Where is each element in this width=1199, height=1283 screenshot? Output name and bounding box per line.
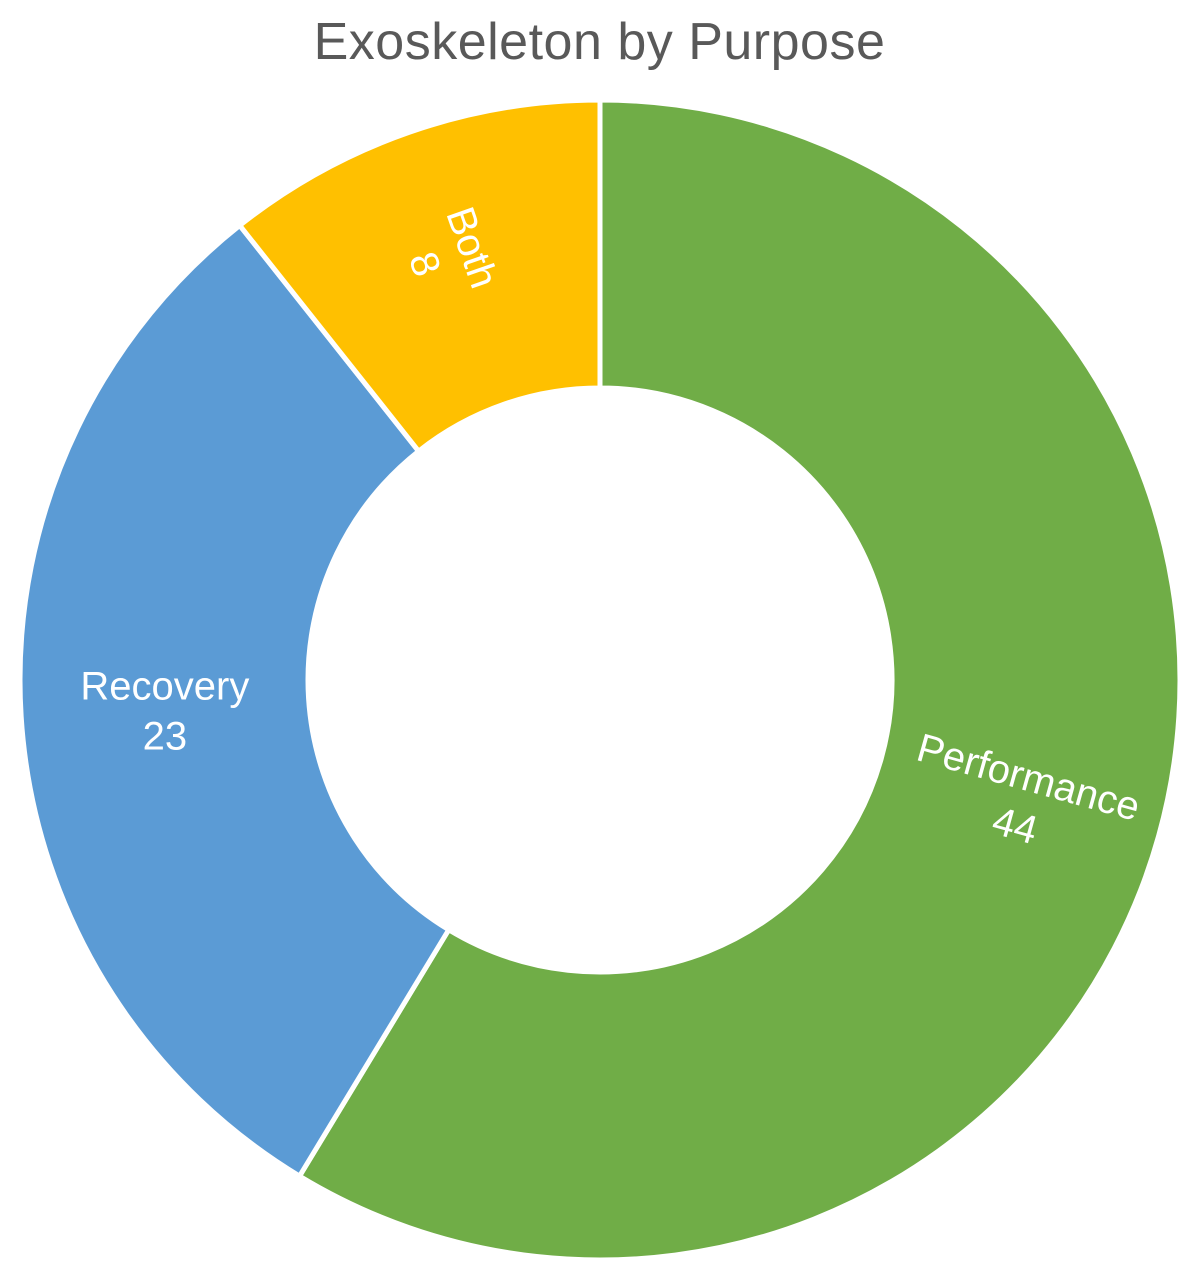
donut-slice-performance [297, 97, 1183, 1263]
data-label-value: 23 [143, 714, 188, 758]
donut-slice-both [237, 97, 603, 454]
chart-title: Exoskeleton by Purpose [313, 13, 886, 71]
donut-slice-recovery [17, 222, 452, 1179]
data-label-recovery: Recovery 23 [80, 664, 249, 758]
data-label-category: Recovery [80, 664, 249, 708]
donut-slices [17, 97, 1183, 1263]
